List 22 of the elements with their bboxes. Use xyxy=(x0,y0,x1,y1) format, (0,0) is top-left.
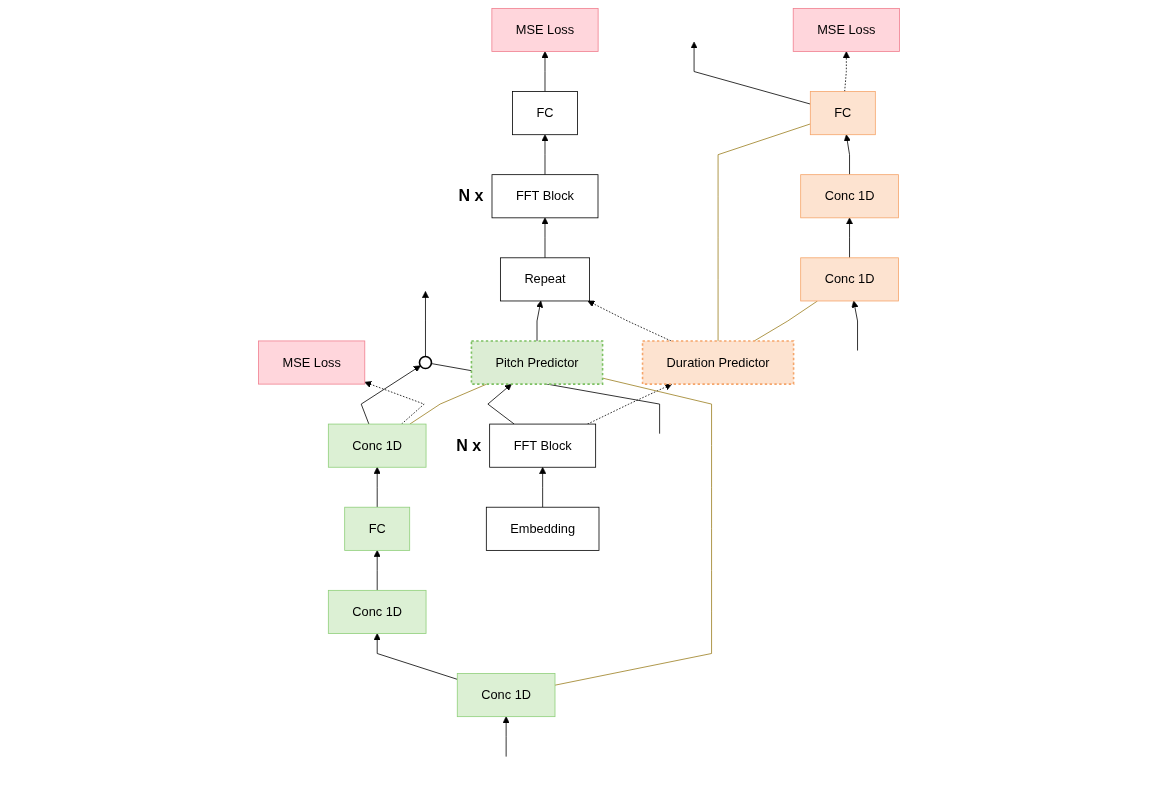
node-box: FC xyxy=(511,91,578,136)
node-box: FFT Block xyxy=(491,174,598,219)
connector xyxy=(717,123,811,342)
node-box: Conc 1D xyxy=(799,257,899,302)
node-box: Conc 1D xyxy=(327,423,426,468)
node-box: FFT Block xyxy=(488,423,596,468)
node-box: Conc 1D xyxy=(799,174,899,219)
node-box: MSE Loss xyxy=(792,8,900,52)
node-box: Repeat xyxy=(499,257,590,302)
node-box: Conc 1D xyxy=(327,589,426,634)
node-box: Embedding xyxy=(485,506,599,551)
node-circle xyxy=(418,355,432,370)
node-box: Duration Predictor xyxy=(641,340,794,385)
node-box: Pitch Predictor xyxy=(470,340,603,385)
node-box: Conc 1D xyxy=(456,673,555,718)
node-box: FC xyxy=(809,91,876,136)
node-box: FC xyxy=(343,506,410,551)
repeat-count-label: N x xyxy=(456,436,482,455)
connector xyxy=(554,377,712,686)
node-box: MSE Loss xyxy=(490,8,599,52)
repeat-count-label: N x xyxy=(458,187,484,206)
node-box: MSE Loss xyxy=(257,340,365,385)
